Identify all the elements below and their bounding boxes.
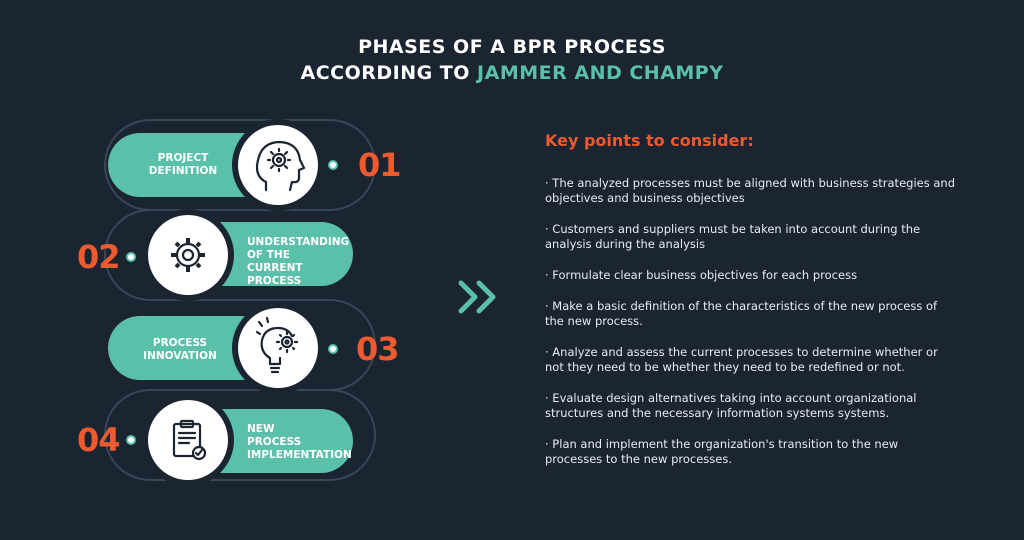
- phase-circle-03: [232, 302, 324, 394]
- phase-label-01: PROJECT DEFINITION: [140, 152, 226, 178]
- head-gear-icon: [255, 140, 306, 192]
- key-point-item: · Plan and implement the organization's …: [545, 437, 899, 466]
- connector-dot-03: [328, 344, 338, 354]
- connector-track-left-top: [104, 119, 151, 211]
- phases-graphic: [104, 119, 376, 486]
- connector-dot-02: [126, 252, 136, 262]
- phase-number-01: 01: [358, 146, 402, 184]
- phases-diagram: PROJECT DEFINITION UNDERSTANDING OF THE …: [0, 0, 470, 540]
- phase-number-02: 02: [77, 238, 121, 276]
- phase-label-line: OF THE CURRENT: [247, 249, 303, 274]
- phase-circle-04: [142, 394, 234, 486]
- phase-label-line: PROCESS: [152, 337, 208, 349]
- phase-label-line: PROJECT: [157, 152, 209, 164]
- phase-label-line: PROCESS: [247, 436, 302, 448]
- key-point-item: · Formulate clear business objectives fo…: [545, 268, 858, 282]
- phase-label-03: PROCESS INNOVATION: [135, 337, 225, 363]
- connector-track: [104, 119, 376, 391]
- subtitle-prefix: ACCORDING TO: [300, 62, 478, 84]
- page-subtitle: ACCORDING TO JAMMER AND CHAMPY: [0, 62, 1024, 84]
- phase-label-02: UNDERSTANDING OF THE CURRENT PROCESS: [247, 236, 350, 288]
- double-chevron-right-icon: [458, 280, 496, 314]
- phase-pill-01: [108, 133, 273, 197]
- page-title: PHASES OF A BPR PROCESS: [358, 36, 666, 58]
- phase-circle-02: [142, 209, 234, 301]
- connector-dot-04: [126, 435, 136, 445]
- phase-number-03: 03: [356, 330, 400, 368]
- phase-label-line: NEW: [247, 423, 275, 435]
- key-points-title: Key points to consider:: [545, 131, 754, 150]
- clipboard-check-icon: [172, 419, 207, 461]
- phase-label-line: PROCESS: [247, 275, 302, 287]
- connector-track-left-bottom: [104, 389, 376, 481]
- phase-label-line: IMPLEMENTATION: [247, 449, 352, 461]
- phase-number-04: 04: [77, 421, 121, 459]
- phase-label-line: DEFINITION: [148, 165, 218, 177]
- key-point-item: · Evaluate design alternatives taking in…: [545, 391, 917, 420]
- key-point-item: · The analyzed processes must be aligned…: [545, 176, 955, 205]
- phase-label-04: NEW PROCESS IMPLEMENTATION: [247, 423, 352, 462]
- gear-icon: [171, 238, 205, 272]
- key-point-item: · Customers and suppliers must be taken …: [545, 222, 921, 251]
- connector-dot-01: [328, 160, 338, 170]
- lightbulb-gear-icon: [255, 316, 299, 374]
- phase-label-line: INNOVATION: [143, 350, 217, 362]
- phase-label-line: UNDERSTANDING: [247, 236, 350, 248]
- subtitle-accent: JAMMER AND CHAMPY: [477, 62, 724, 84]
- key-point-item: · Analyze and assess the current process…: [545, 345, 938, 374]
- phase-pill-03: [108, 316, 273, 380]
- key-point-item: · Make a basic definition of the charact…: [545, 299, 938, 328]
- key-points-list: · The analyzed processes must be aligned…: [545, 176, 955, 483]
